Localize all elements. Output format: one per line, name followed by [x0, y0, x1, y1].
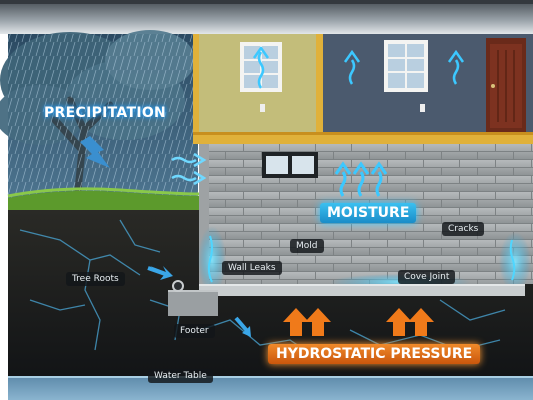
water-table-label: Water Table [148, 369, 213, 383]
moisture-badge: MOISTURE [320, 203, 417, 223]
basement-window-icon [262, 152, 318, 178]
hydrostatic-pressure-badge: HYDROSTATIC PRESSURE [268, 344, 481, 364]
seepage-arrow-icon [171, 152, 207, 186]
moisture-arrow-icon [343, 49, 465, 85]
window-icon [240, 42, 282, 92]
drain-pipe-icon [172, 280, 184, 292]
wall-leaks-label: Wall Leaks [222, 261, 282, 275]
tree-roots-label: Tree Roots [66, 272, 125, 286]
window-icon [384, 40, 428, 92]
door-icon [486, 38, 526, 134]
moisture-arrow-icon [252, 46, 270, 89]
precipitation-arrow-icon [80, 136, 110, 168]
pressure-arrow-icon [283, 308, 434, 336]
cove-joint-label: Cove Joint [398, 270, 456, 284]
moisture-arrow-icon [334, 161, 388, 197]
mold-label: Mold [290, 239, 324, 253]
precipitation-label: PRECIPITATION [44, 105, 167, 121]
rain-icon [8, 34, 198, 209]
footer-label: Footer [174, 324, 215, 338]
cracks-label: Cracks [442, 222, 485, 236]
